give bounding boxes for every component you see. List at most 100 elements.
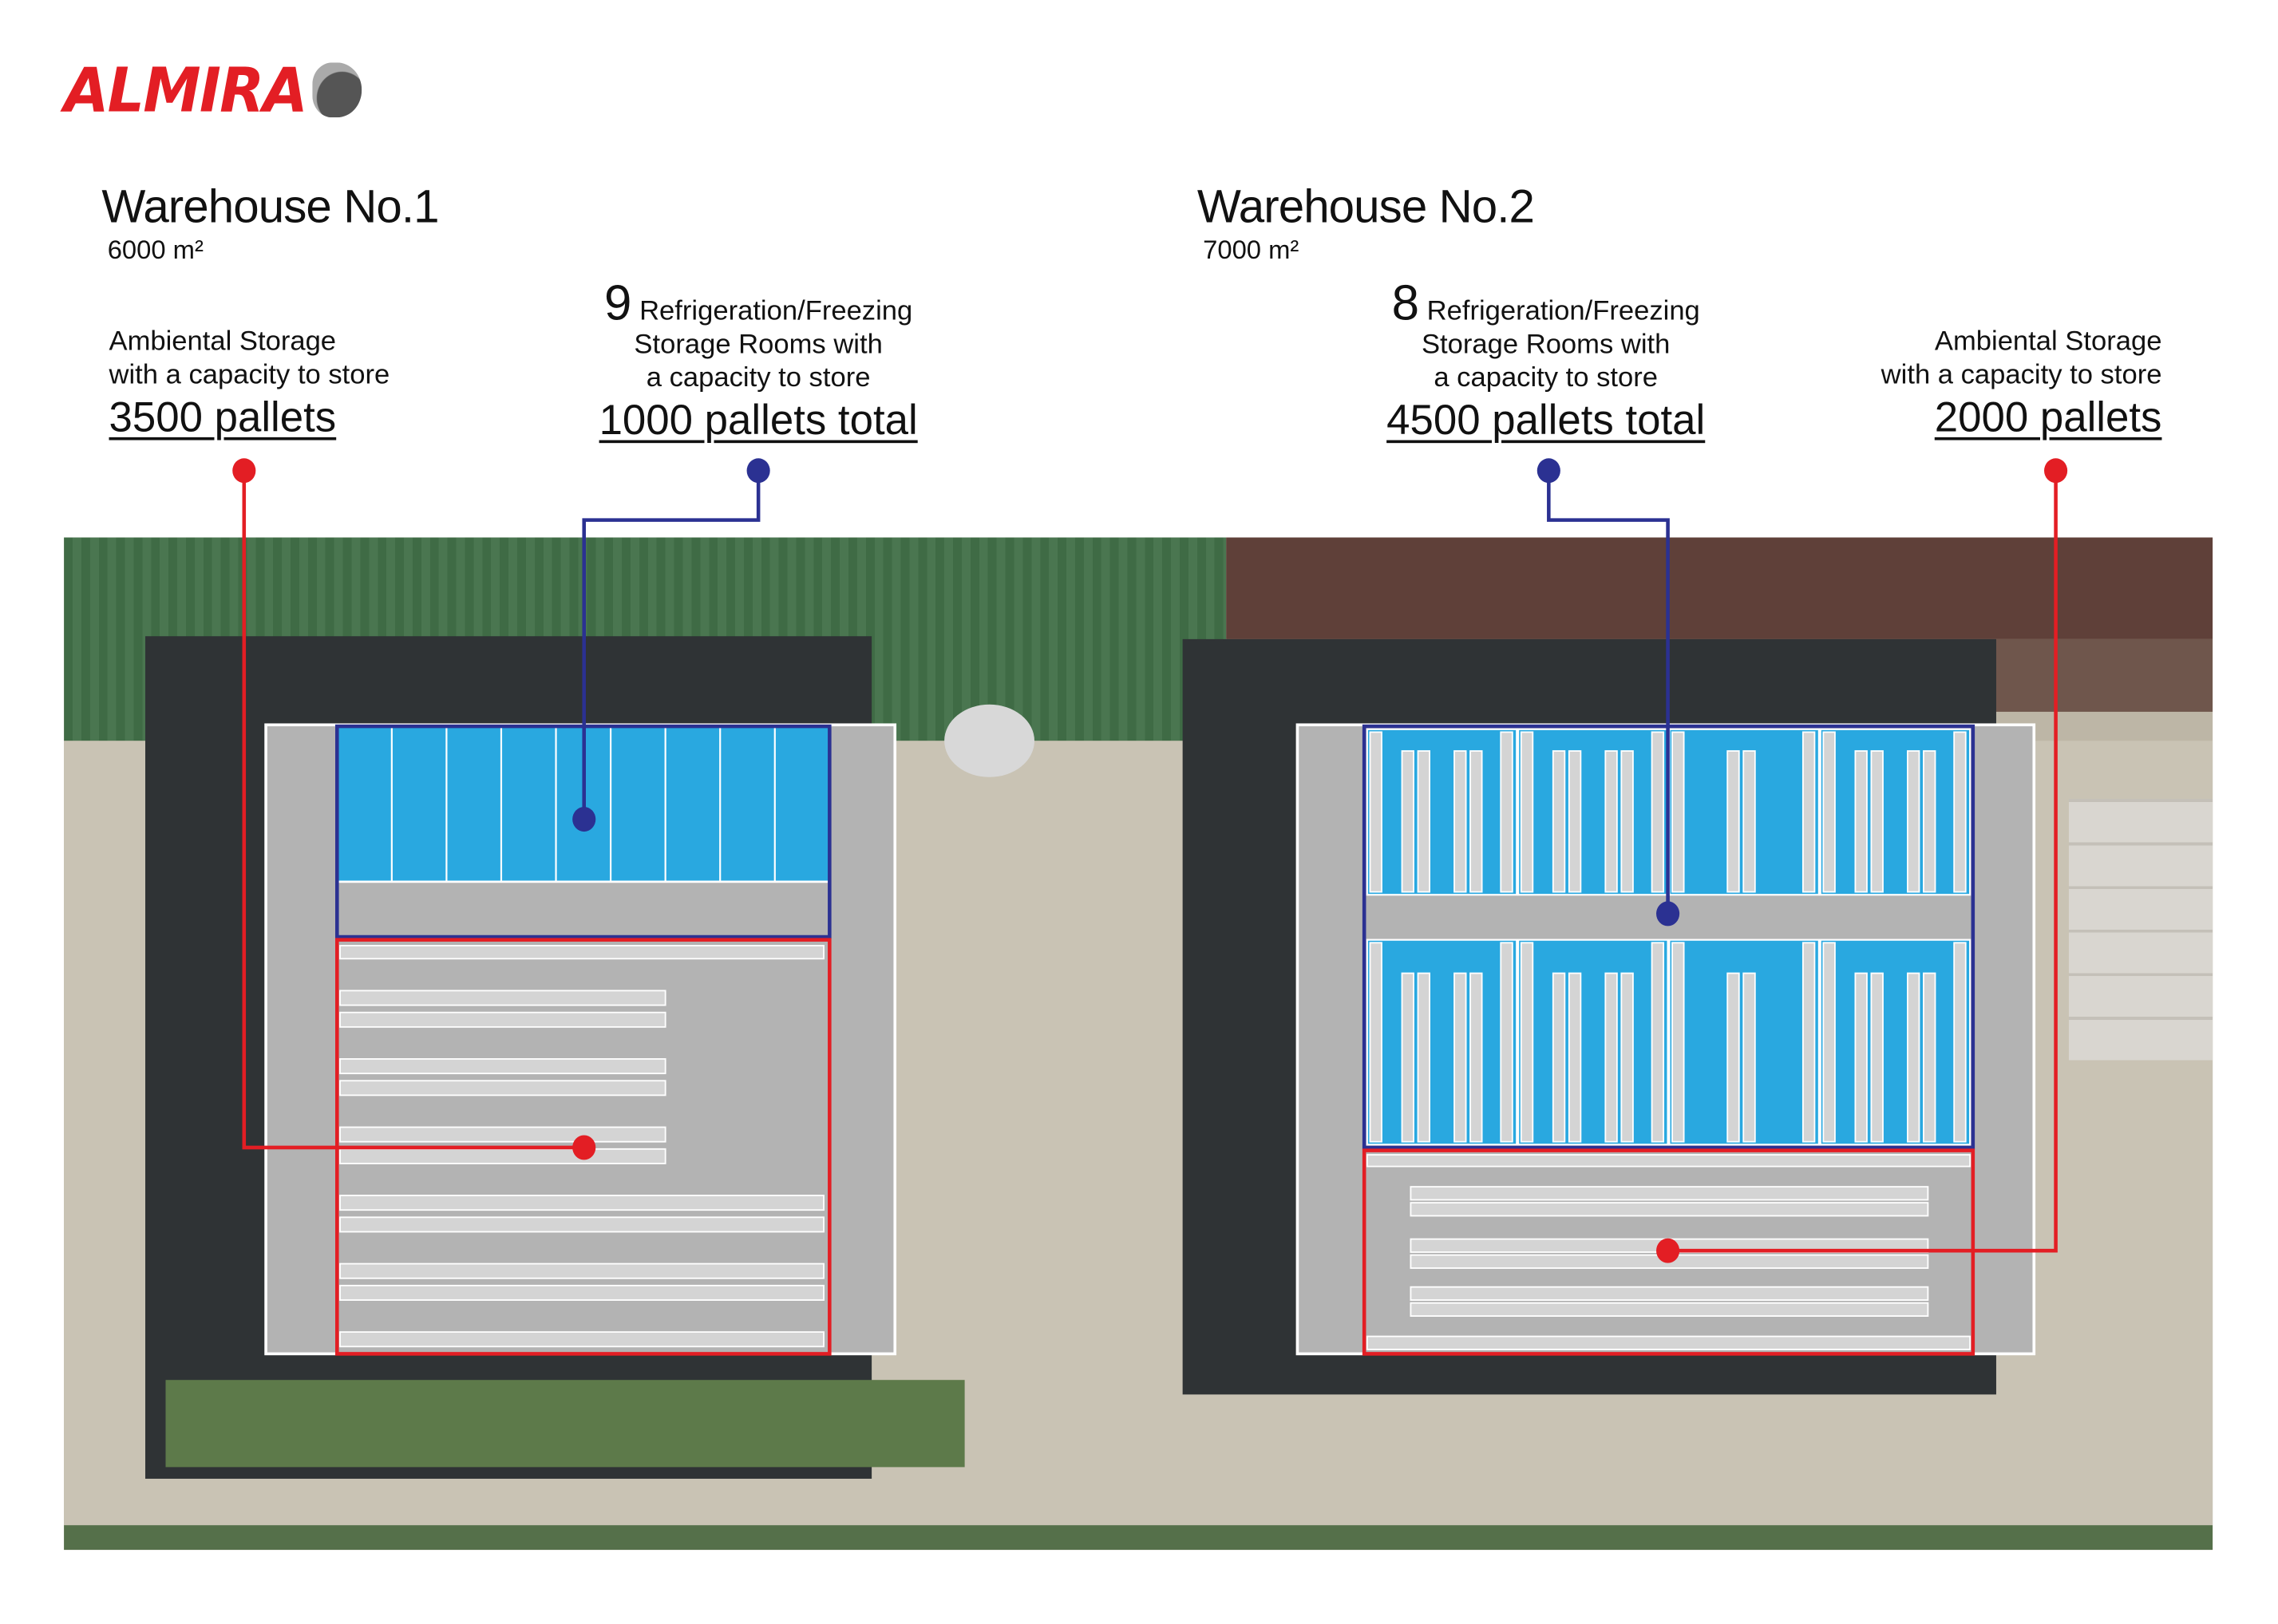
pallet-rack <box>339 1011 666 1028</box>
pallet-rack <box>1923 972 1936 1143</box>
pallet-rack <box>339 1126 666 1143</box>
leader-line-w2-ambient <box>1667 470 2058 1253</box>
pallet-rack <box>1520 942 1534 1143</box>
elephant-logo-icon <box>312 62 362 118</box>
pallet-rack <box>1568 972 1582 1143</box>
pallet-rack <box>1520 731 1534 893</box>
paved-lot <box>2068 799 2213 1061</box>
pallet-rack <box>1369 731 1382 893</box>
pallet-rack <box>339 1284 825 1301</box>
pallet-rack <box>1801 731 1816 893</box>
cold-room <box>1366 938 1518 1146</box>
pallet-rack <box>1822 731 1836 893</box>
leader-dot <box>1656 1238 1680 1263</box>
leader-dot <box>1656 901 1680 927</box>
brown-field <box>1226 537 2213 639</box>
warehouse-1-title: Warehouse No.1 <box>101 180 439 233</box>
silo <box>944 704 1034 777</box>
pallet-rack <box>1953 731 1967 893</box>
pallet-rack <box>339 1216 825 1233</box>
pallet-rack <box>1742 972 1756 1143</box>
pallet-rack <box>1401 750 1414 893</box>
pallet-rack <box>1604 750 1618 893</box>
label-line: Refrigeration/Freezing <box>639 296 913 327</box>
pallet-rack <box>1671 942 1685 1143</box>
almira-logo: ALMIRA <box>64 57 362 127</box>
pallet-rack <box>1453 972 1467 1143</box>
room-count: 9 <box>604 275 632 332</box>
pallet-rack <box>1369 942 1382 1143</box>
cold-room <box>1819 938 1971 1146</box>
pallet-rack <box>1854 972 1868 1143</box>
label-line: Storage Rooms with <box>1421 330 1671 361</box>
pallet-rack <box>1854 750 1868 893</box>
label-line: Ambiental Storage <box>109 326 337 358</box>
pallet-rack <box>1620 750 1634 893</box>
pallet-rack <box>1366 1335 1971 1350</box>
leader-dot <box>572 1135 596 1160</box>
label-line: Storage Rooms with <box>634 330 883 361</box>
pallet-rack <box>1410 1186 1929 1201</box>
pallet-rack <box>1417 750 1430 893</box>
pallet-rack <box>1907 972 1920 1143</box>
room-count: 8 <box>1391 275 1420 332</box>
cold-room <box>1819 728 1971 896</box>
pallet-rack <box>339 990 666 1006</box>
pallet-rack <box>1500 942 1513 1143</box>
pallet-rack <box>1822 942 1836 1143</box>
warehouse-1-ambient-label: Ambiental Storage with a capacity to sto… <box>109 326 390 445</box>
pallet-rack <box>1469 750 1483 893</box>
pallet-rack <box>1953 942 1967 1143</box>
pallet-rack <box>1923 750 1936 893</box>
warehouse-2-title: Warehouse No.2 <box>1196 180 1535 233</box>
label-line: with a capacity to store <box>109 360 390 391</box>
leader-dot <box>746 458 770 484</box>
pallet-rack <box>1410 1286 1929 1301</box>
pallet-rack <box>1417 972 1430 1143</box>
pallet-rack <box>1726 750 1740 893</box>
cold-room <box>1517 938 1669 1146</box>
pallet-rack <box>1552 750 1566 893</box>
warehouse-2-cold-label: 8 Refrigeration/Freezing Storage Rooms w… <box>1357 279 1734 448</box>
pallet-rack <box>1726 972 1740 1143</box>
pallet-rack <box>1870 750 1884 893</box>
pallet-rack <box>1604 972 1618 1143</box>
warehouse-2-ambient-label: Ambiental Storage with a capacity to sto… <box>1784 326 2162 445</box>
leader-line-w1-cold <box>582 470 761 820</box>
logo-text: ALMIRA <box>64 56 308 127</box>
pallet-rack <box>1500 731 1513 893</box>
label-line: a capacity to store <box>646 363 871 394</box>
leader-dot <box>232 458 256 484</box>
pallet-rack <box>339 1262 825 1279</box>
warehouse-2-area: 7000 m² <box>1203 235 1299 265</box>
pallet-rack <box>1801 942 1816 1143</box>
label-line: with a capacity to store <box>1881 360 2162 391</box>
pallet-rack <box>1568 750 1582 893</box>
pallet-rack <box>339 945 825 960</box>
grass-strip <box>64 1525 2213 1551</box>
leader-dot <box>2044 458 2068 484</box>
capacity-value: 2000 pallets <box>1934 395 2162 442</box>
warehouse-1-cold-label: 9 Refrigeration/Freezing Storage Rooms w… <box>570 279 947 448</box>
leader-line-w1-ambient <box>242 470 584 1150</box>
pallet-rack <box>339 1058 666 1075</box>
cold-room <box>1517 728 1669 896</box>
cold-room <box>1366 728 1518 896</box>
pallet-rack <box>339 1195 825 1211</box>
leader-line-w2-cold <box>1547 470 1670 914</box>
pallet-rack <box>1651 942 1665 1143</box>
pallet-rack <box>1410 1302 1929 1318</box>
pallet-rack <box>1620 972 1634 1143</box>
capacity-value: 3500 pallets <box>109 395 337 442</box>
pallet-rack <box>1870 972 1884 1143</box>
leader-dot <box>572 807 596 832</box>
pallet-rack <box>339 1148 666 1164</box>
label-line: a capacity to store <box>1434 363 1659 394</box>
pallet-rack <box>339 1331 825 1348</box>
label-line: Ambiental Storage <box>1934 326 2162 358</box>
pallet-rack <box>1742 750 1756 893</box>
pallet-rack <box>1651 731 1665 893</box>
capacity-value: 1000 pallets total <box>599 397 918 445</box>
